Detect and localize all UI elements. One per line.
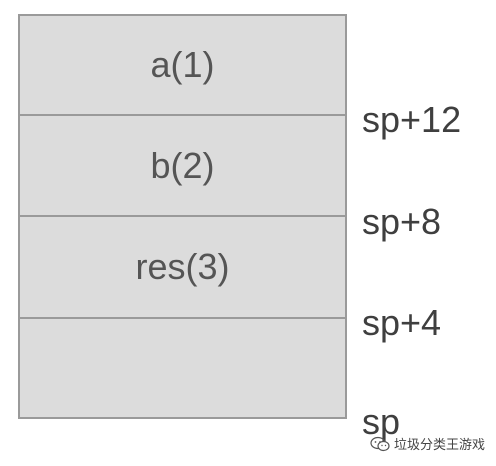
watermark-text: 垃圾分类王游戏 xyxy=(394,437,486,452)
wechat-icon xyxy=(370,436,390,451)
stack-slot-b: b(2) xyxy=(20,116,345,217)
address-label-sp: sp xyxy=(362,401,401,442)
watermark: 垃圾分类王游戏 xyxy=(370,434,485,453)
stack-slot-label: a(1) xyxy=(150,44,215,85)
stack-slot-label: res(3) xyxy=(135,246,230,287)
address-label-sp-plus-4: sp+4 xyxy=(362,302,442,343)
stack-slot-res: res(3) xyxy=(20,217,345,319)
address-label-sp-plus-12: sp+12 xyxy=(362,99,462,140)
stack-slot-label: b(2) xyxy=(150,144,215,186)
stack-slot-a: a(1) xyxy=(20,16,345,116)
address-label-sp-plus-8: sp+8 xyxy=(362,201,442,242)
stack-frame: a(1) b(2) res(3) xyxy=(18,14,347,419)
stack-slot-empty xyxy=(20,319,345,417)
